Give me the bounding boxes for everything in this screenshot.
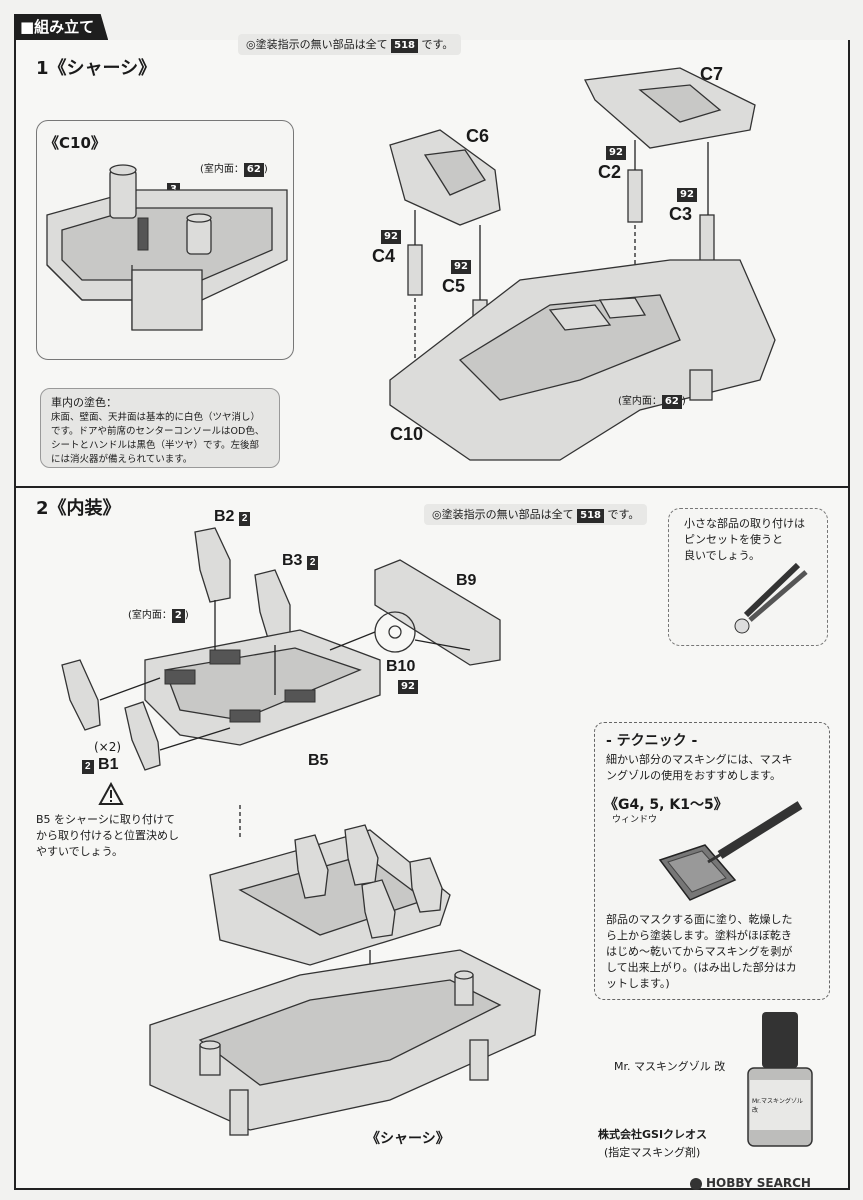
part-c6: C6: [466, 126, 490, 146]
warning-line: やすいでしょう。: [36, 845, 124, 858]
technic-body-line: ットします。): [606, 977, 670, 990]
section2-paint-note: ◎塗装指示の無い部品は全て 518 です。: [424, 504, 648, 525]
part-c10: C10: [390, 424, 424, 444]
technic-parts-title: 《G4, 5, K1〜5》: [604, 797, 728, 813]
c4-badge: 92: [381, 230, 401, 244]
maker-note: (指定マスキング剤): [604, 1146, 701, 1159]
part-b9: B9: [456, 572, 477, 589]
bottle-label: Mr.マスキングゾル改: [752, 1098, 803, 1114]
b1-badge: 2: [82, 760, 94, 774]
b3-label: B3: [282, 552, 303, 569]
interior-paint-note: 車内の塗色： 床面、壁面、天井面は基本的に白色（ツヤ消し） です。ドアや前席のセ…: [40, 388, 280, 468]
part-b2: B2 2: [214, 508, 251, 526]
product-name: Mr. マスキングゾル 改: [614, 1060, 726, 1073]
warning-text: B5 をシャーシに取り付けて から取り付けると位置決めし やすいでしょう。: [36, 812, 179, 860]
c10-inset-drawing: [46, 164, 288, 331]
tip-line: 小さな部品の取り付けは: [684, 517, 805, 530]
inset-label-text: (室内面：: [200, 164, 244, 175]
watermark: HOBBY SEARCH: [690, 1176, 811, 1190]
technic-intro: 細かい部分のマスキングには、マスキ ングゾルの使用をおすすめします。: [606, 752, 793, 784]
chassis-badge: 62: [661, 395, 682, 409]
paint-note-suffix: です。: [421, 38, 454, 51]
part-b10: B10: [386, 658, 416, 675]
inset-label-end: ): [263, 164, 268, 175]
part-c4: C4: [372, 246, 396, 266]
part-c2: C2: [598, 162, 622, 182]
tweezers-icon: [734, 562, 808, 634]
technic-parts-sub: ウィンドウ: [612, 815, 658, 825]
technic-intro-line: ングゾルの使用をおすすめします。: [606, 769, 782, 782]
interior-note-heading: 車内の塗色：: [51, 396, 117, 409]
technic-intro-line: 細かい部分のマスキングには、マスキ: [606, 753, 793, 766]
chassis-caption: 《シャーシ》: [366, 1131, 450, 1147]
header-tab: ■組み立て: [14, 14, 109, 40]
section2-title: 2《内装》: [36, 498, 121, 519]
warning-line: から取り付けると位置決めし: [36, 829, 179, 842]
interior-surface-label: (室内面：2): [128, 606, 189, 623]
b2-label: B2: [214, 508, 235, 525]
maker-name: 株式会社GSIクレオス: [598, 1128, 708, 1141]
warning-line: B5 をシャーシに取り付けて: [36, 813, 175, 826]
warning-icon: [98, 782, 124, 805]
masking-illustration: [658, 801, 803, 901]
technic-body-line: はじめ〜乾いてからマスキングを剥が: [606, 945, 793, 958]
technic-body-line: して出来上がり。(はみ出した部分はカ: [606, 961, 797, 974]
chassis-exploded-drawing: [389, 67, 776, 461]
technic-body-line: 部品のマスクする面に塗り、乾燥した: [606, 913, 793, 926]
interior-note-line: 床面、壁面、天井面は基本的に白色（ツヤ消し）: [51, 412, 261, 423]
c3-badge: 92: [677, 188, 697, 202]
section1-title: 1《シャーシ》: [36, 58, 157, 79]
chassis-label-text: (室内面：: [618, 396, 662, 407]
b3-badge: 2: [306, 556, 319, 570]
part-b5: B5: [308, 752, 329, 769]
part-c5: C5: [442, 276, 466, 296]
assembly-drawing: [149, 805, 541, 1136]
chassis-interior-label: (室内面：62): [618, 392, 686, 409]
part-c3: C3: [669, 204, 693, 224]
b2-badge: 2: [238, 512, 251, 526]
part-b1: 2 B1: [82, 756, 118, 774]
interior-note-line: には消火器が備えられています。: [51, 454, 193, 465]
b1-label: B1: [98, 756, 119, 773]
b10-badge: 92: [398, 680, 418, 694]
paint-note-suffix: です。: [607, 508, 640, 521]
interior-label-end: ): [184, 610, 189, 621]
interior-note-line: シートとハンドルは黒色（半ツヤ）です。左後部: [51, 440, 260, 451]
chassis-label-end: ): [681, 396, 686, 407]
c5-badge: 92: [451, 260, 471, 274]
interior-badge: 2: [171, 609, 185, 623]
paint-note-badge: 518: [391, 39, 418, 53]
tip-line: ピンセットを使うと: [684, 533, 783, 546]
part-b3: B3 2: [282, 552, 319, 570]
section1-paint-note: ◎塗装指示の無い部品は全て 518 です。: [238, 34, 462, 55]
technic-title: - テクニック -: [606, 733, 698, 749]
interior-label-text: (室内面：: [128, 610, 172, 621]
tip-line: 良いでしょう。: [684, 549, 761, 562]
masking-sol-bottle: [747, 1012, 813, 1147]
tweezer-tip-text: 小さな部品の取り付けは ピンセットを使うと 良いでしょう。: [684, 516, 805, 564]
technic-body: 部品のマスクする面に塗り、乾燥した ら上から塗装します。塗料がほぼ乾き はじめ〜…: [606, 912, 797, 992]
inset-badge: 62: [243, 163, 264, 177]
interior-note-line: です。ドアや前席のセンターコンソールはOD色、: [51, 426, 265, 437]
paint-note-prefix: ◎塗装指示の無い部品は全て: [432, 508, 574, 521]
watermark-icon: [690, 1177, 702, 1190]
watermark-text: HOBBY SEARCH: [706, 1176, 811, 1190]
part-c7: C7: [700, 64, 724, 84]
b1-qty: (×2): [94, 740, 122, 754]
c10-inset-title: 《C10》: [44, 134, 106, 152]
paint-note-badge: 518: [577, 509, 604, 523]
c10-inset-label: (室内面：62): [200, 160, 268, 177]
technic-body-line: ら上から塗装します。塗料がほぼ乾き: [606, 929, 792, 942]
c2-badge: 92: [606, 146, 626, 160]
interior-exploded-drawing: [61, 527, 501, 771]
paint-note-prefix: ◎塗装指示の無い部品は全て: [246, 38, 388, 51]
